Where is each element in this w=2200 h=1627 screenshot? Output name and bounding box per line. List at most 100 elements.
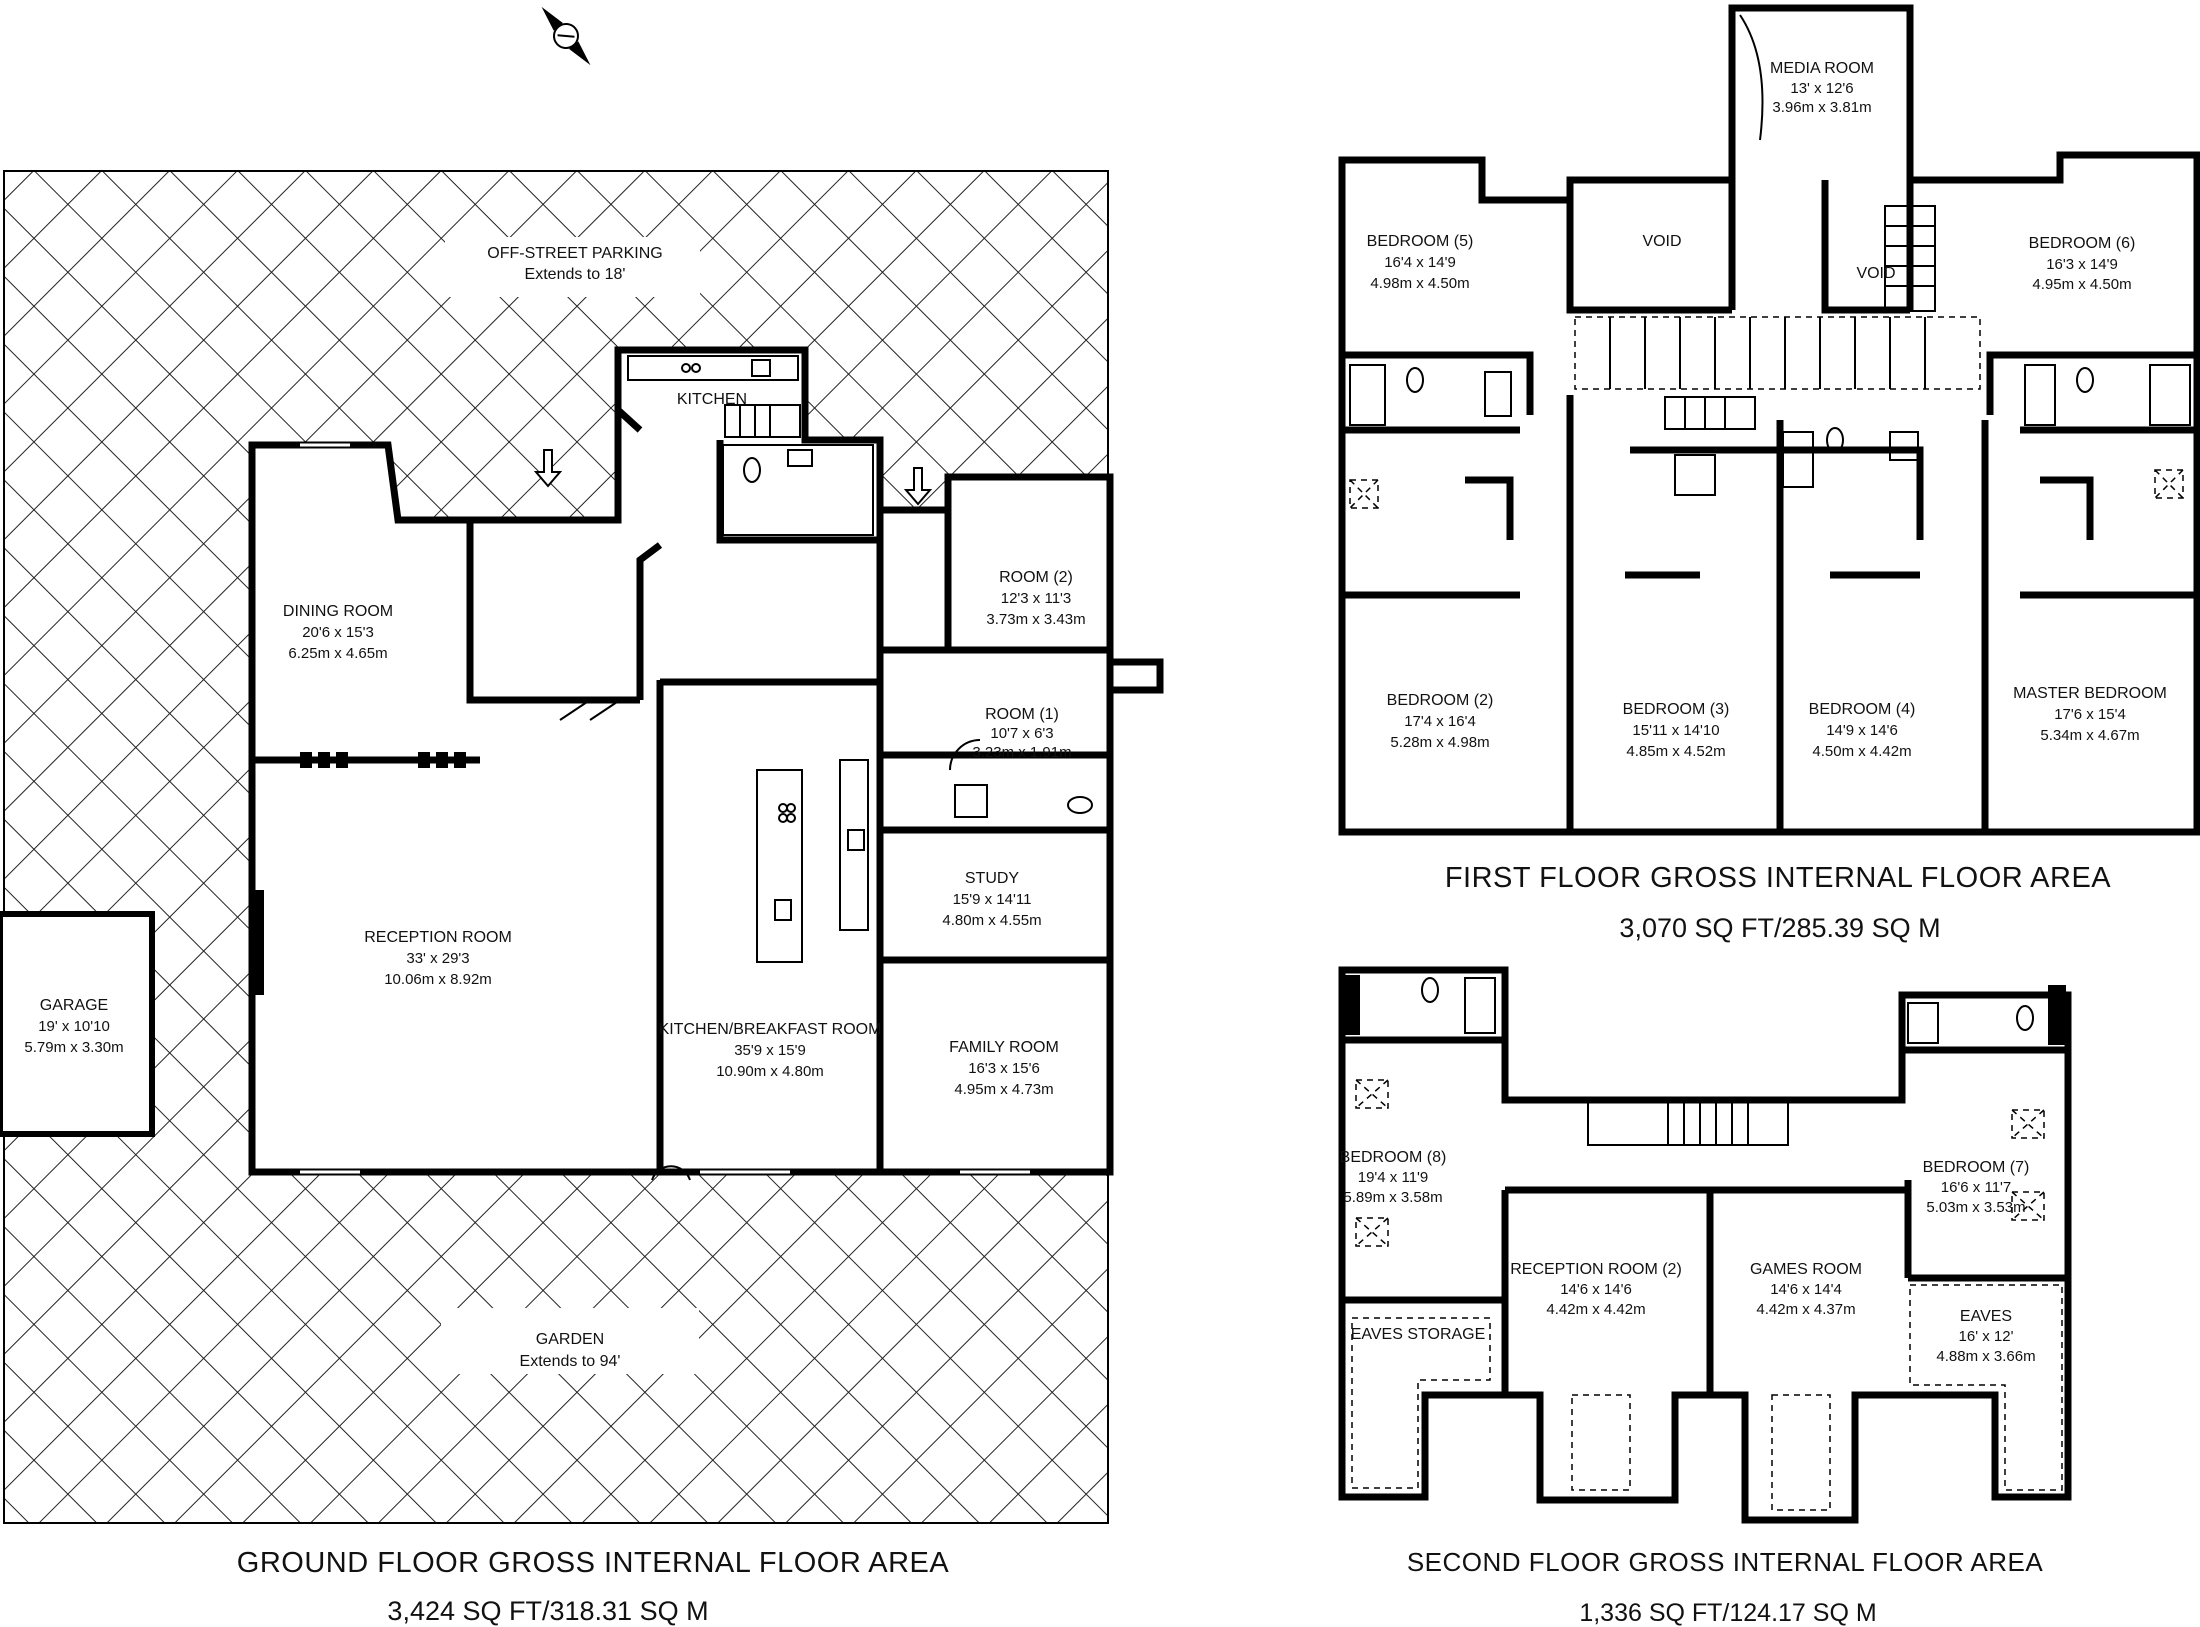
reception-room-imperial: 33' x 29'3: [406, 950, 469, 967]
eaves-name: EAVES: [1960, 1308, 2012, 1325]
shower-icon: [954, 784, 988, 818]
toilet-icon: [1406, 367, 1424, 393]
reception-room-metric: 10.06m x 8.92m: [384, 971, 492, 988]
reception-room-name: RECEPTION ROOM: [364, 929, 512, 946]
toilet-icon: [1826, 427, 1844, 453]
dining-room-name: DINING ROOM: [283, 603, 393, 620]
room2-metric: 3.73m x 3.43m: [986, 611, 1085, 628]
garage-metric: 5.79m x 3.30m: [24, 1039, 123, 1056]
staircase-icon: [1884, 205, 1936, 312]
shower-icon: [1349, 364, 1386, 426]
eaves-metric: 4.88m x 3.66m: [1936, 1348, 2035, 1365]
ground-floor-area: 3,424 SQ FT/318.31 SQ M: [387, 1596, 708, 1626]
toilet-icon: [2016, 1005, 2034, 1031]
staircase-icon: [1664, 396, 1756, 430]
skylight-icon: [1355, 1079, 1389, 1109]
skylight-icon: [1349, 479, 1379, 509]
bath-icon: [1782, 431, 1814, 488]
first-floor-plan: [1338, 4, 2200, 836]
kitchen-breakfast-name: KITCHEN/BREAKFAST ROOM: [659, 1021, 882, 1038]
void-label-1: VOID: [1642, 233, 1681, 250]
skylight-icon: [1355, 1217, 1389, 1247]
bedroom2-metric: 5.28m x 4.98m: [1390, 734, 1489, 751]
study-name: STUDY: [965, 870, 1020, 887]
sink-icon: [1674, 454, 1716, 496]
second-floor-labels: BEDROOM (8) 19'4 x 11'9 5.89m x 3.58m BE…: [1340, 1149, 2044, 1627]
second-floor-area: 1,336 SQ FT/124.17 SQ M: [1579, 1599, 1876, 1627]
kitchen-breakfast-imperial: 35'9 x 15'9: [734, 1042, 806, 1059]
first-floor-area: 3,070 SQ FT/285.39 SQ M: [1619, 913, 1940, 943]
sink-icon: [787, 449, 813, 467]
bedroom7-imperial: 16'6 x 11'7: [1941, 1179, 2012, 1196]
bath-icon: [1484, 371, 1512, 417]
bedroom5-imperial: 16'4 x 14'9: [1384, 254, 1456, 271]
first-floor-outer-wall: [1338, 4, 2200, 836]
games-room-metric: 4.42m x 4.37m: [1756, 1301, 1855, 1318]
void-label-2: VOID: [1856, 265, 1895, 282]
master-bedroom-name: MASTER BEDROOM: [2013, 685, 2167, 702]
second-floor-outer-wall: [1338, 966, 2072, 1524]
skylight-icon: [2011, 1191, 2045, 1221]
dining-room-imperial: 20'6 x 15'3: [302, 624, 374, 641]
dining-room-metric: 6.25m x 4.65m: [288, 645, 387, 662]
ground-floor-labels: OFF-STREET PARKING Extends to 18' GARDEN…: [24, 245, 1085, 1626]
bedroom6-metric: 4.95m x 4.50m: [2032, 276, 2131, 293]
reception-room2-name: RECEPTION ROOM (2): [1510, 1261, 1682, 1278]
bedroom5-metric: 4.98m x 4.50m: [1370, 275, 1469, 292]
parking-extent: Extends to 18': [525, 266, 626, 283]
family-room-name: FAMILY ROOM: [949, 1039, 1059, 1056]
garage-room: [0, 911, 155, 1137]
room1-metric: 3.23m x 1.91m: [972, 744, 1071, 761]
eaves-storage-name: EAVES STORAGE: [1351, 1326, 1486, 1343]
shower-icon: [2149, 364, 2191, 426]
reception-room2-imperial: 14'6 x 14'6: [1560, 1281, 1632, 1298]
sink-icon: [774, 899, 792, 921]
bedroom7-name: BEDROOM (7): [1923, 1159, 2030, 1176]
garage-imperial: 19' x 10'10: [38, 1018, 110, 1035]
bedroom3-metric: 4.85m x 4.52m: [1626, 743, 1725, 760]
bedroom2-imperial: 17'4 x 16'4: [1404, 713, 1476, 730]
bedroom8-name: BEDROOM (8): [1340, 1149, 1447, 1166]
staircase-icon: [724, 404, 801, 438]
skylight-icon: [2011, 1109, 2045, 1139]
games-room-name: GAMES ROOM: [1750, 1261, 1862, 1278]
bedroom6-name: BEDROOM (6): [2029, 235, 2136, 252]
eaves-imperial: 16' x 12': [1959, 1328, 2014, 1345]
study-imperial: 15'9 x 14'11: [953, 891, 1032, 908]
hob-icon: [778, 803, 796, 823]
bedroom8-metric: 5.89m x 3.58m: [1343, 1189, 1442, 1206]
room2-name: ROOM (2): [999, 569, 1073, 586]
bedroom4-metric: 4.50m x 4.42m: [1812, 743, 1911, 760]
reception-room2-metric: 4.42m x 4.42m: [1546, 1301, 1645, 1318]
toilet-icon: [1067, 796, 1093, 814]
media-room-metric: 3.96m x 3.81m: [1772, 99, 1871, 116]
bedroom2-name: BEDROOM (2): [1387, 692, 1494, 709]
parking-name: OFF-STREET PARKING: [487, 245, 662, 262]
toilet-icon: [2076, 367, 2094, 393]
first-floor-labels: MEDIA ROOM 13' x 12'6 3.96m x 3.81m BEDR…: [1367, 60, 2167, 943]
ground-floor-plan: [0, 170, 1164, 1524]
study-metric: 4.80m x 4.55m: [942, 912, 1041, 929]
kitchen-breakfast-metric: 10.90m x 4.80m: [716, 1063, 824, 1080]
bedroom3-imperial: 15'11 x 14'10: [1632, 722, 1719, 739]
staircase-icon: [1587, 1099, 1789, 1146]
shower-icon: [1889, 431, 1919, 461]
shower-icon: [1464, 977, 1496, 1034]
family-room-metric: 4.95m x 4.73m: [954, 1081, 1053, 1098]
garden-extent: Extends to 94': [520, 1353, 621, 1370]
door-icon: [559, 699, 981, 1181]
media-room-name: MEDIA ROOM: [1770, 60, 1874, 77]
bedroom4-name: BEDROOM (4): [1809, 701, 1916, 718]
toilet-icon: [743, 457, 761, 483]
first-floor-caption: FIRST FLOOR GROSS INTERNAL FLOOR AREA: [1445, 862, 2111, 894]
bedroom5-name: BEDROOM (5): [1367, 233, 1474, 250]
second-floor-caption: SECOND FLOOR GROSS INTERNAL FLOOR AREA: [1407, 1547, 2044, 1577]
bedroom3-name: BEDROOM (3): [1623, 701, 1730, 718]
ground-floor-caption: GROUND FLOOR GROSS INTERNAL FLOOR AREA: [237, 1547, 950, 1579]
room1-name: ROOM (1): [985, 706, 1059, 723]
entrance-arrow-icon: [903, 467, 933, 506]
bath-icon: [2024, 364, 2056, 426]
games-room-imperial: 14'6 x 14'4: [1770, 1281, 1842, 1298]
compass-icon: [541, 6, 591, 66]
